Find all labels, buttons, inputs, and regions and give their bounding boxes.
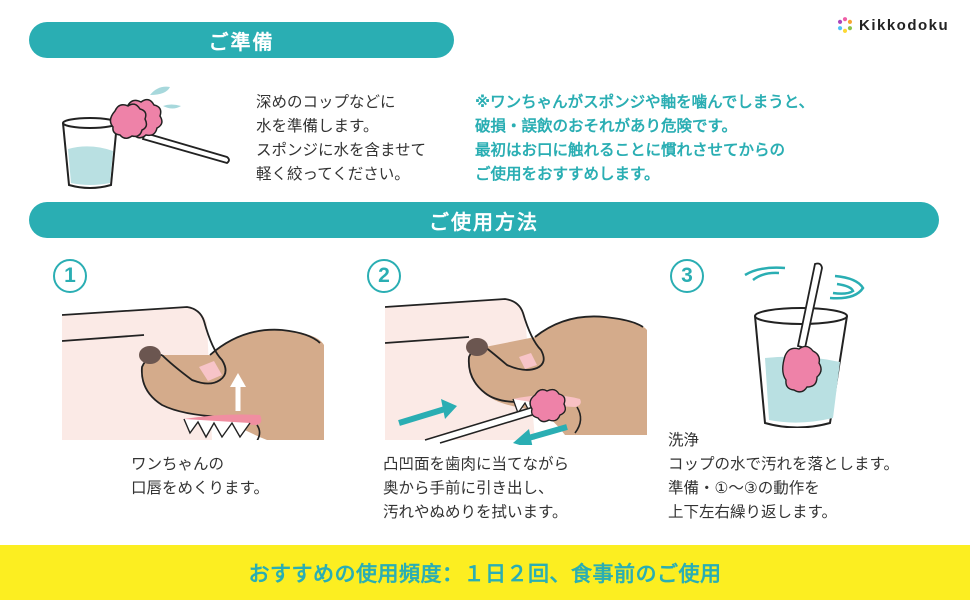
brand-name: Kikkodoku	[859, 16, 950, 34]
step-line: 上下左右繰り返します。	[668, 503, 837, 521]
prep-header-label: ご準備	[208, 29, 275, 54]
sponge-rinsing-in-cup-illustration	[744, 262, 865, 428]
warning-line: ご使用をおすすめします。	[475, 165, 660, 183]
warning-line: 破損・誤飲のおそれがあり危険です。	[475, 117, 737, 135]
prep-section-header: ご準備	[29, 22, 454, 58]
prep-line: 軽く絞ってください。	[256, 165, 410, 183]
step-2-number: 2	[367, 259, 401, 293]
step-number-label: 3	[681, 264, 693, 287]
warning-line: 最初はお口に触れることに慣れさせてからの	[475, 141, 786, 159]
usage-section-header: ご使用方法	[29, 202, 939, 238]
safety-warning: ※ワンちゃんがスポンジや軸を噛んでしまうと、 破損・誤飲のおそれがあり危険です。…	[475, 90, 814, 186]
step-3-number: 3	[670, 259, 704, 293]
step-line: ワンちゃんの	[131, 455, 225, 473]
step-line: 洗浄	[668, 431, 700, 449]
brand-logo: Kikkodoku	[836, 16, 949, 34]
prep-line: 深めのコップなどに	[256, 93, 396, 111]
prep-line: 水を準備します。	[256, 117, 379, 135]
step-3-instructions: 洗浄 コップの水で汚れを落とします。 準備・①〜③の動作を 上下左右繰り返します…	[668, 428, 899, 524]
prep-instructions: 深めのコップなどに 水を準備します。 スポンジに水を含ませて 軽く絞ってください…	[256, 90, 426, 186]
step-line: 口唇をめくります。	[131, 479, 269, 497]
step-line: コップの水で汚れを落とします。	[668, 455, 899, 473]
step-number-label: 1	[64, 264, 76, 287]
step-1-instructions: ワンちゃんの 口唇をめくります。	[131, 452, 269, 500]
step-2-instructions: 凸凹面を歯肉に当てながら 奥から手前に引き出し、 汚れやぬめりを拭います。	[383, 452, 569, 524]
warning-line: ※ワンちゃんがスポンジや軸を噛んでしまうと、	[475, 93, 815, 111]
sponge-wiping-dog-gums-illustration	[385, 298, 647, 445]
finger-lifting-dog-lip-illustration	[62, 306, 324, 440]
step-1-number: 1	[53, 259, 87, 293]
step-number-label: 2	[378, 264, 390, 287]
step-line: 凸凹面を歯肉に当てながら	[383, 455, 570, 473]
prep-line: スポンジに水を含ませて	[256, 141, 427, 159]
step-line: 奥から手前に引き出し、	[383, 479, 554, 497]
frequency-text: おすすめの使用頻度：１日２回、食事前のご使用	[248, 561, 722, 586]
usage-header-label: ご使用方法	[429, 209, 539, 234]
step-line: 準備・①〜③の動作を	[668, 479, 820, 497]
step-line: 汚れやぬめりを拭います。	[383, 503, 568, 521]
cup-with-sponge-swab-illustration	[62, 86, 230, 189]
snowflake-flower-icon	[837, 17, 853, 33]
recommended-frequency-banner: おすすめの使用頻度：１日２回、食事前のご使用	[0, 545, 970, 600]
